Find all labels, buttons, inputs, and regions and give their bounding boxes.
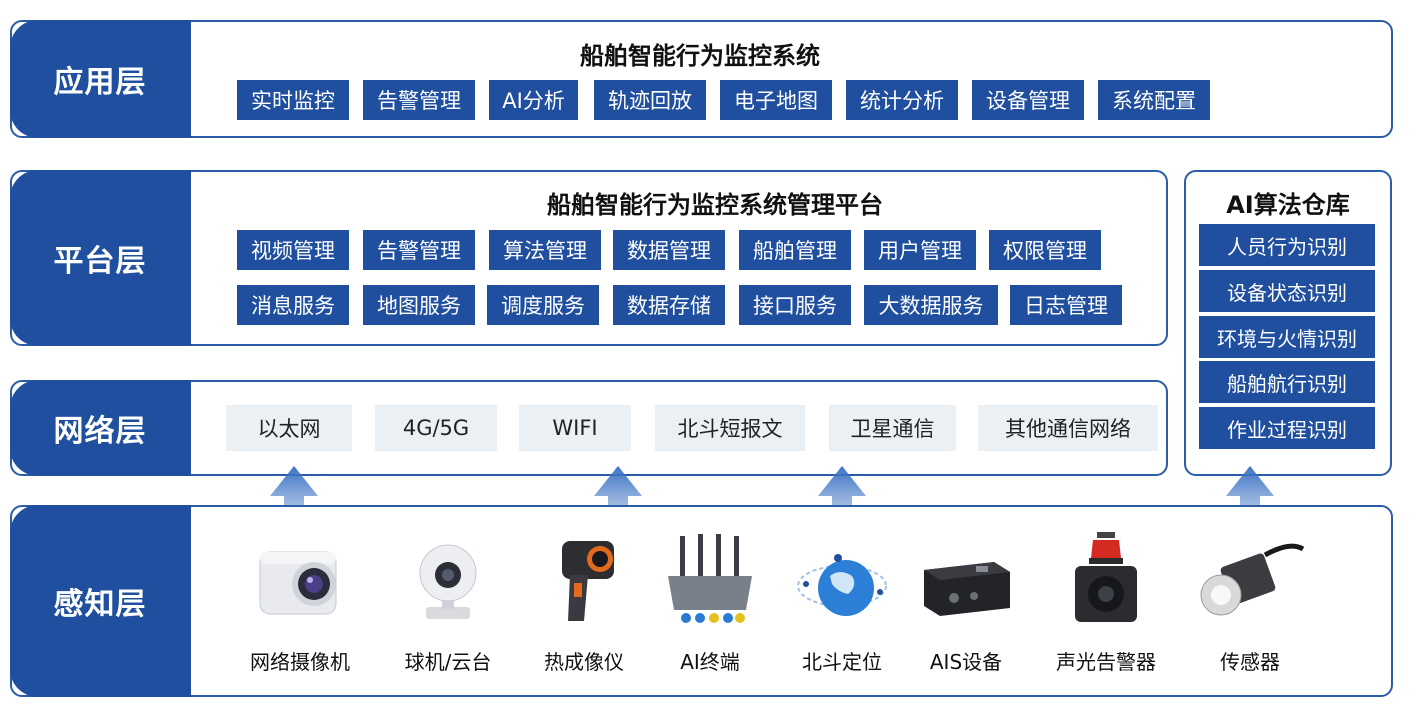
up-arrow-icon xyxy=(594,466,642,530)
up-arrow-icon xyxy=(270,466,318,530)
app-item: 系统配置 xyxy=(1098,80,1210,120)
network-item: 其他通信网络 xyxy=(978,405,1158,451)
device-ais: AIS设备 xyxy=(906,530,1026,675)
device-label: AIS设备 xyxy=(929,650,1003,674)
thermal-imager-icon xyxy=(524,530,644,630)
alarm-light-icon xyxy=(1046,530,1166,630)
platform-item: 数据存储 xyxy=(613,285,725,325)
network-item: WIFI xyxy=(519,405,631,451)
ai-repo-title: AI算法仓库 xyxy=(1226,191,1350,219)
ai-repo-item: 设备状态识别 xyxy=(1199,270,1375,312)
platform-item: 日志管理 xyxy=(1010,285,1122,325)
platform-title: 船舶智能行为监控系统管理平台 xyxy=(547,191,883,219)
platform-item: 数据管理 xyxy=(613,230,725,270)
ais-device-icon xyxy=(906,530,1026,630)
device-alarm: 声光告警器 xyxy=(1046,530,1166,675)
up-arrow-icon xyxy=(1226,466,1274,530)
up-arrow-icon xyxy=(818,466,866,530)
app-item: 轨迹回放 xyxy=(594,80,706,120)
application-layer-tab: 应用层 xyxy=(10,20,191,138)
platform-item: 调度服务 xyxy=(487,285,599,325)
device-label: 传感器 xyxy=(1220,650,1280,674)
ai-repo-item: 作业过程识别 xyxy=(1199,407,1375,449)
device-ai-terminal: AI终端 xyxy=(650,530,770,675)
platform-item: 消息服务 xyxy=(237,285,349,325)
platform-item: 地图服务 xyxy=(363,285,475,325)
device-label: 热成像仪 xyxy=(544,650,624,674)
platform-item: 接口服务 xyxy=(739,285,851,325)
device-label: AI终端 xyxy=(680,650,740,674)
ai-repo-item: 环境与火情识别 xyxy=(1199,316,1375,358)
app-item: 告警管理 xyxy=(363,80,475,120)
device-sensor: 传感器 xyxy=(1190,530,1310,675)
network-layer-tab: 网络层 xyxy=(10,380,191,476)
platform-item: 船舶管理 xyxy=(739,230,851,270)
device-network-camera: 网络摄像机 xyxy=(240,530,360,675)
platform-layer-tab: 平台层 xyxy=(10,170,191,346)
app-item: 设备管理 xyxy=(972,80,1084,120)
device-dome-camera: 球机/云台 xyxy=(388,530,508,675)
app-item: 统计分析 xyxy=(846,80,958,120)
app-item: 实时监控 xyxy=(237,80,349,120)
platform-item: 用户管理 xyxy=(864,230,976,270)
app-item: AI分析 xyxy=(489,80,578,120)
dome-camera-icon xyxy=(388,530,508,630)
ai-terminal-icon xyxy=(650,530,770,630)
device-label: 网络摄像机 xyxy=(250,650,350,674)
platform-item: 视频管理 xyxy=(237,230,349,270)
device-label: 声光告警器 xyxy=(1056,650,1156,674)
network-item: 以太网 xyxy=(226,405,352,451)
device-thermal-imager: 热成像仪 xyxy=(524,530,644,675)
application-title: 船舶智能行为监控系统 xyxy=(580,42,820,70)
app-item: 电子地图 xyxy=(720,80,832,120)
platform-item: 权限管理 xyxy=(989,230,1101,270)
platform-item: 大数据服务 xyxy=(864,285,998,325)
beidou-globe-icon xyxy=(782,530,902,630)
ai-repo-item: 船舶航行识别 xyxy=(1199,361,1375,403)
network-item: 4G/5G xyxy=(375,405,497,451)
network-item: 卫星通信 xyxy=(829,405,956,451)
network-item: 北斗短报文 xyxy=(655,405,805,451)
platform-item: 算法管理 xyxy=(489,230,601,270)
ai-repo-item: 人员行为识别 xyxy=(1199,224,1375,266)
device-beidou: 北斗定位 xyxy=(782,530,902,675)
platform-item: 告警管理 xyxy=(363,230,475,270)
sensor-icon xyxy=(1190,530,1310,630)
perception-layer-tab: 感知层 xyxy=(10,505,191,697)
box-camera-icon xyxy=(240,530,360,630)
device-label: 球机/云台 xyxy=(404,650,492,674)
device-label: 北斗定位 xyxy=(802,650,882,674)
